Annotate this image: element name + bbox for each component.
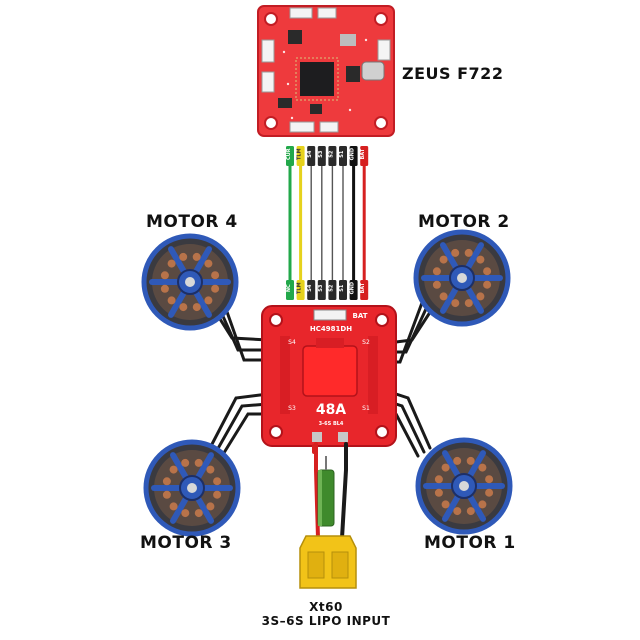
harness-top-label: GND (350, 148, 356, 160)
harness-top-plug (307, 146, 316, 166)
harness-top-plug (296, 146, 305, 166)
harness-bottom-plug (349, 280, 358, 300)
harness-bottom-label: S2 (328, 284, 334, 292)
esc-bat-mark: BAT (353, 312, 368, 320)
esc-pad-s2: S2 (362, 339, 370, 346)
harness-top-label: S4 (307, 150, 313, 158)
lipo-input-label: 3S–6S LIPO INPUT (261, 614, 391, 628)
harness-top-label: S1 (339, 150, 345, 158)
harness-bottom-label: GND (350, 282, 356, 294)
harness-top-plug (286, 146, 294, 166)
motor-3-label: MOTOR 3 (140, 533, 232, 553)
xt60-label: Xt60 (309, 600, 343, 614)
esc-rating: 48A (316, 402, 346, 418)
harness-top-label: BAT (360, 148, 366, 159)
flight-controller-label: ZEUS F722 (402, 64, 504, 83)
harness-bottom-plug (328, 280, 337, 300)
harness-bottom-plug (296, 280, 305, 300)
esc-pad-s3: S3 (288, 405, 296, 412)
motor-4 (141, 233, 239, 331)
motor-1 (415, 437, 513, 535)
harness-top-plug (317, 146, 326, 166)
harness-bottom-label: S3 (318, 284, 324, 292)
harness-bottom-plug (317, 280, 326, 300)
harness-top-plug (360, 146, 369, 166)
esc-board (261, 305, 397, 447)
motor-1-label: MOTOR 1 (424, 533, 516, 553)
flight-controller-board (257, 5, 395, 137)
esc-pad-s4: S4 (288, 339, 296, 346)
harness-bottom-label: S1 (339, 284, 345, 292)
harness-bottom-plug (286, 280, 294, 300)
motor-leads (206, 290, 440, 458)
capacitor (317, 456, 335, 527)
esc-pad-s1: S1 (362, 405, 370, 412)
harness-bottom-label: S4 (307, 284, 313, 292)
motor-2-label: MOTOR 2 (418, 212, 510, 232)
harness-bottom-label: NC (286, 284, 292, 292)
harness-top-label: S3 (318, 150, 324, 158)
motors (141, 229, 513, 537)
motor-4-label: MOTOR 4 (146, 212, 238, 232)
xt60-connector (299, 535, 357, 589)
battery-leads (312, 442, 348, 540)
motor-2 (413, 229, 511, 327)
harness-top-plug (339, 146, 347, 166)
harness-bottom-plug (360, 280, 369, 300)
esc-model-label: HC4981DH (310, 325, 352, 333)
harness-bottom-label: BAT (360, 282, 366, 293)
harness-top-plug (328, 146, 337, 166)
esc-subtext: 3-6S BL4 (319, 421, 344, 427)
harness-top-plug (349, 146, 358, 166)
harness-top-label: TLM (297, 148, 303, 160)
harness-top-label: S2 (328, 150, 334, 158)
motor-3 (143, 439, 241, 537)
harness-bottom-plug (339, 280, 347, 300)
battery-input-label: Xt60 3S–6S LIPO INPUT (256, 600, 396, 628)
harness-bottom-plug (307, 280, 316, 300)
harness-bottom-label: TLM (297, 282, 303, 294)
harness-top-label: CUR (286, 148, 292, 160)
